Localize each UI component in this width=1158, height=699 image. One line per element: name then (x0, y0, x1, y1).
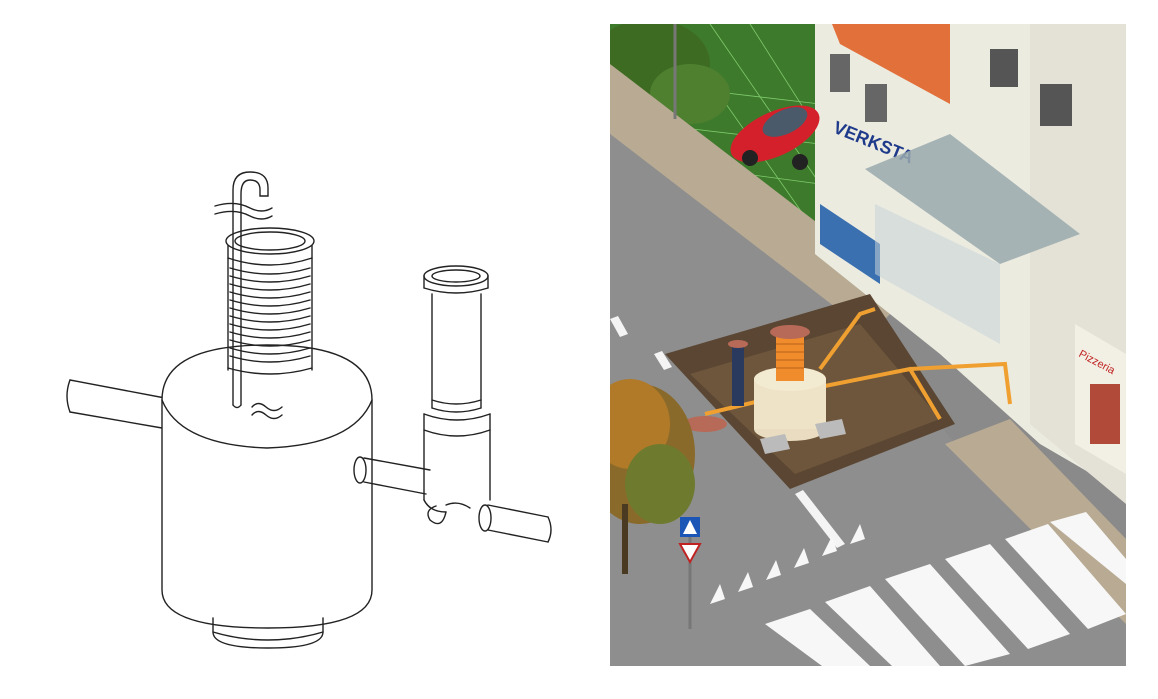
canopy (865, 134, 1080, 264)
red-car (730, 105, 820, 170)
excavation-pit (665, 294, 1012, 489)
building: VERKSTA Pizzeria (815, 24, 1126, 504)
sampling-well (423, 265, 491, 525)
manhole-cover-road (683, 416, 727, 432)
inlet-pipe (66, 379, 166, 429)
vent-hook-pipe (214, 171, 273, 409)
roof (832, 24, 950, 104)
street-illustration-svg: VERKSTA Pizzeria (610, 24, 1126, 666)
manhole-cover-top (770, 325, 810, 339)
separator-tank (161, 344, 373, 649)
street-cutaway-illustration: VERKSTA Pizzeria (610, 24, 1126, 666)
autumn-tree (610, 379, 695, 574)
separator-drawing-svg (66, 171, 552, 649)
separator-line-drawing (66, 171, 552, 649)
crossing-sign (678, 517, 702, 629)
corrugated-riser (225, 227, 315, 375)
outlet-pipe (478, 504, 552, 543)
connecting-pipe (353, 456, 431, 495)
zebra-crossing (765, 512, 1126, 666)
